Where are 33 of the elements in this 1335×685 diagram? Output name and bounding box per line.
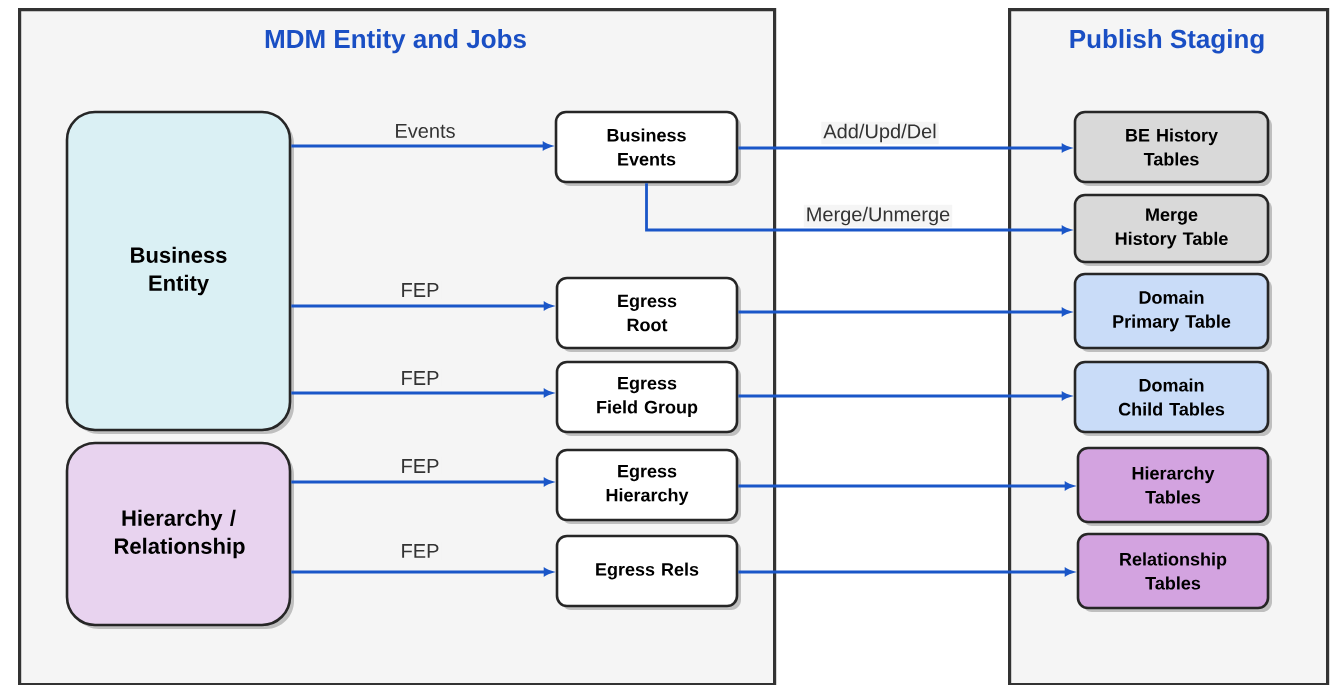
edge-label: Merge/Unmerge [803, 204, 953, 228]
arrow [291, 142, 552, 150]
panel-title: Publish Staging [1070, 29, 1264, 54]
arrow [291, 568, 553, 576]
job-box: Egress Field Group [555, 360, 741, 436]
entity-box: Business Entity [65, 110, 294, 434]
table-box: Domain Child Tables [1073, 360, 1272, 436]
arrow [291, 389, 553, 397]
table-box: Hierarchy Tables [1076, 446, 1272, 526]
job-box: Egress Root [555, 276, 741, 352]
edge-label: FEP [398, 457, 442, 475]
table-box: Domain Primary Table [1073, 272, 1272, 352]
arrow [738, 144, 1071, 152]
arrow [738, 308, 1071, 316]
job-box: Egress Rels [555, 534, 741, 610]
arrow [738, 568, 1074, 576]
edge-label: FEP [398, 542, 442, 560]
job-box: Egress Hierarchy [555, 448, 741, 524]
table-box: BE History Tables [1073, 110, 1272, 186]
edge-label: Events [392, 122, 458, 140]
arrow [291, 302, 553, 310]
table-box: Merge History Table [1073, 193, 1272, 266]
job-box: Business Events [554, 110, 741, 186]
edge-label: FEP [398, 281, 442, 299]
arrow [291, 478, 553, 486]
entity-box: Hierarchy / Relationship [65, 441, 294, 629]
panel-title: MDM Entity and Jobs [265, 29, 526, 54]
edge-label: FEP [398, 369, 442, 387]
arrow [738, 392, 1071, 400]
arrow [738, 482, 1074, 490]
edge-label: Add/Upd/Del [821, 121, 939, 145]
table-box: Relationship Tables [1076, 532, 1272, 612]
arrow [645, 183, 1071, 234]
